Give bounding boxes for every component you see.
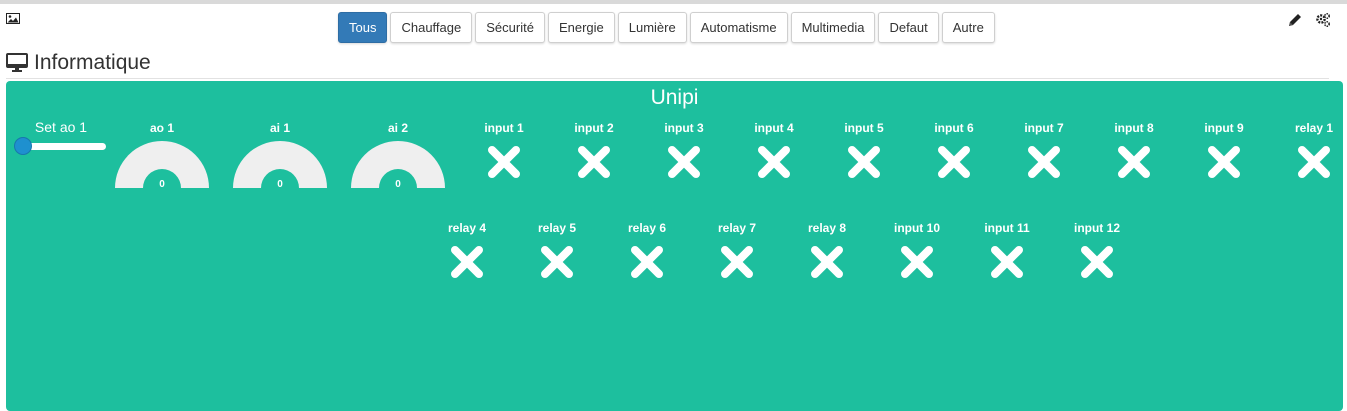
tile-label: input 3 — [664, 121, 704, 135]
tile-label: input 7 — [1024, 121, 1064, 135]
binary-input-4[interactable]: input 4 — [744, 121, 804, 180]
tile-label: input 12 — [1073, 221, 1120, 235]
gauge-arc — [351, 141, 445, 188]
top-border — [0, 0, 1347, 4]
gauge-label: ao 1 — [149, 121, 174, 135]
binary-input-7[interactable]: input 7 — [1014, 121, 1074, 180]
cross-icon — [991, 246, 1023, 278]
tile-label: relay 7 — [717, 221, 757, 235]
tile-label: input 5 — [844, 121, 884, 135]
tile-label: relay 6 — [627, 221, 667, 235]
cross-icon — [938, 146, 970, 178]
binary-relay-7[interactable]: relay 7 — [707, 221, 767, 280]
tile-label: input 2 — [574, 121, 614, 135]
tile-label: relay 8 — [807, 221, 847, 235]
gauge-arc — [233, 141, 327, 188]
slider-track[interactable] — [14, 137, 106, 155]
binary-relay-8[interactable]: relay 8 — [797, 221, 857, 280]
desktop-icon — [6, 53, 28, 72]
tile-label: relay 4 — [447, 221, 487, 235]
binary-input-1[interactable]: input 1 — [474, 121, 534, 180]
cross-icon — [1028, 146, 1060, 178]
cross-icon — [631, 246, 663, 278]
cross-icon — [758, 146, 790, 178]
tile-label: input 1 — [484, 121, 524, 135]
gauge-arc — [115, 141, 209, 188]
binary-relay-1[interactable]: relay 1 — [1284, 121, 1344, 180]
gauge-ai2: ai 2 0 — [343, 121, 453, 190]
binary-input-8[interactable]: input 8 — [1104, 121, 1164, 180]
binary-input-5[interactable]: input 5 — [834, 121, 894, 180]
cross-icon — [1208, 146, 1240, 178]
cross-icon — [541, 246, 573, 278]
slider-set-ao1: Set ao 1 — [14, 119, 106, 155]
cross-icon — [848, 146, 880, 178]
slider-handle[interactable] — [14, 137, 32, 155]
tab-defaut[interactable]: Defaut — [878, 12, 939, 43]
tile-label: relay 1 — [1294, 121, 1334, 135]
toolbar-right — [1287, 12, 1331, 28]
cross-icon — [488, 146, 520, 178]
tile-label: input 11 — [984, 221, 1030, 235]
gauge-value: 0 — [395, 179, 401, 190]
gauge-ao1: ao 1 0 — [107, 121, 217, 190]
binary-input-3[interactable]: input 3 — [654, 121, 714, 180]
binary-input-11[interactable]: input 11 — [977, 221, 1037, 280]
binary-input-9[interactable]: input 9 — [1194, 121, 1254, 180]
tab-automatisme[interactable]: Automatisme — [689, 12, 788, 43]
tab-chauffage[interactable]: Chauffage — [390, 12, 473, 43]
object-header: Informatique — [6, 50, 151, 76]
tile-label: input 9 — [1204, 121, 1244, 135]
tile-label: input 4 — [754, 121, 794, 135]
tab-lumiere[interactable]: Lumière — [617, 12, 687, 43]
cross-icon — [668, 146, 700, 178]
cross-icon — [901, 246, 933, 278]
tab-tous[interactable]: Tous — [338, 12, 388, 43]
cross-icon — [451, 246, 483, 278]
cross-icon — [1298, 146, 1330, 178]
cross-icon — [721, 246, 753, 278]
binary-relay-4[interactable]: relay 4 — [437, 221, 497, 280]
tab-energie[interactable]: Energie — [547, 12, 615, 43]
binary-input-2[interactable]: input 2 — [564, 121, 624, 180]
cross-icon — [811, 246, 843, 278]
binary-relay-6[interactable]: relay 6 — [617, 221, 677, 280]
object-title: Informatique — [34, 51, 151, 74]
tile-label: input 10 — [893, 221, 940, 235]
header-divider — [6, 78, 1329, 79]
tile-label: input 6 — [934, 121, 974, 135]
cross-icon — [1081, 246, 1113, 278]
pencil-icon[interactable] — [1287, 12, 1303, 28]
category-tabs: Tous Chauffage Sécurité Energie Lumière … — [338, 12, 995, 43]
tab-securite[interactable]: Sécurité — [475, 12, 545, 43]
cross-icon — [1118, 146, 1150, 178]
binary-input-6[interactable]: input 6 — [924, 121, 984, 180]
binary-relay-5[interactable]: relay 5 — [527, 221, 587, 280]
binary-input-10[interactable]: input 10 — [887, 221, 947, 280]
gauge-value: 0 — [277, 179, 283, 190]
tab-multimedia[interactable]: Multimedia — [790, 12, 876, 43]
gauge-value: 0 — [159, 179, 165, 190]
equipment-title: Unipi — [650, 86, 699, 109]
tab-autre[interactable]: Autre — [941, 12, 995, 43]
gauge-label: ai 2 — [387, 121, 408, 135]
slider-label: Set ao 1 — [34, 119, 88, 135]
binary-input-12[interactable]: input 12 — [1067, 221, 1127, 280]
gauge-label: ai 1 — [269, 121, 290, 135]
tile-label: input 8 — [1114, 121, 1154, 135]
equipment-panel: Unipi Set ao 1 ao 1 0 ai 1 0 ai 2 0 inpu… — [6, 81, 1343, 411]
tile-label: relay 5 — [537, 221, 577, 235]
gears-icon[interactable] — [1315, 12, 1331, 28]
gauge-ai1: ai 1 0 — [225, 121, 335, 190]
image-icon[interactable] — [6, 13, 20, 24]
cross-icon — [578, 146, 610, 178]
